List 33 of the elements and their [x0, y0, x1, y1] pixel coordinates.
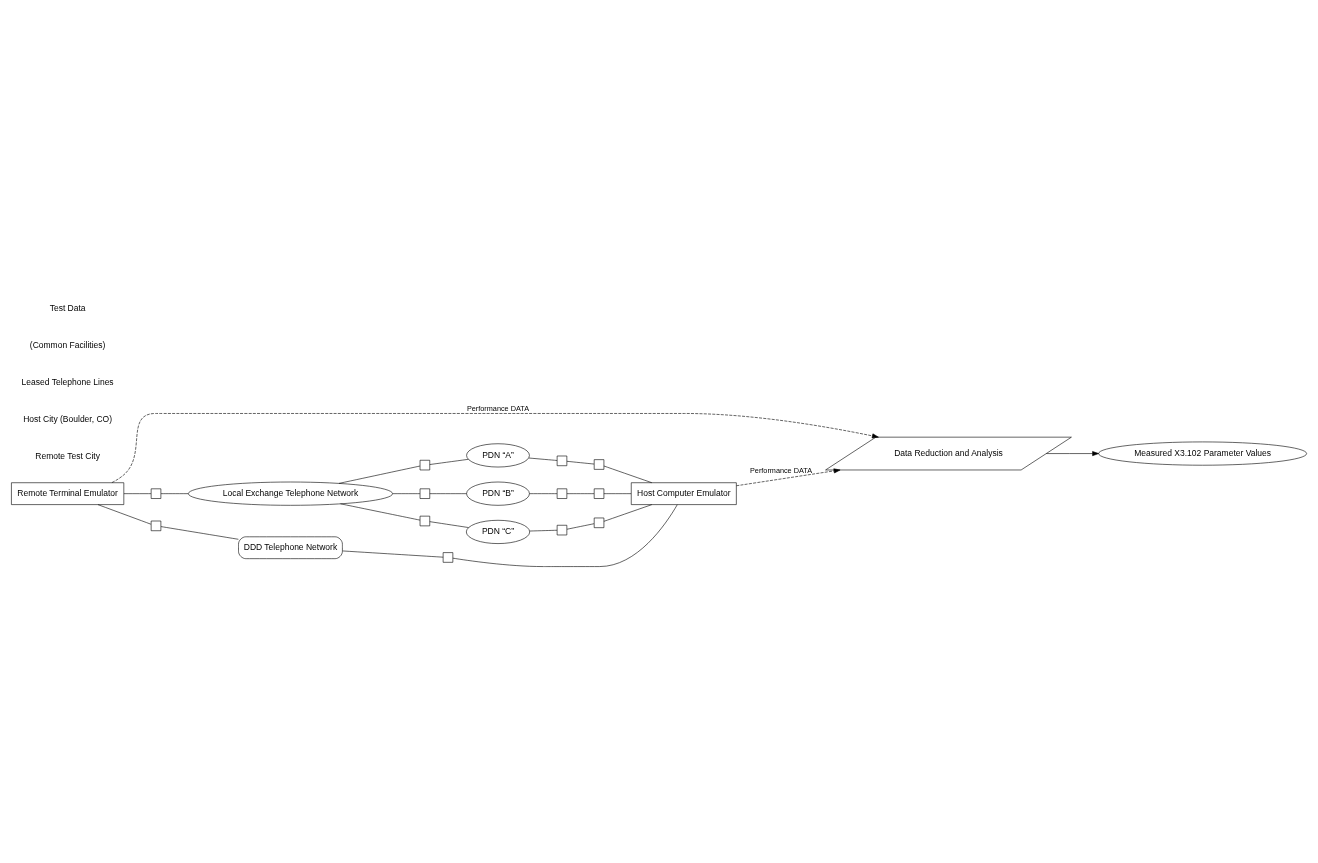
- connector: [97, 503, 152, 524]
- node-box: Host Computer Emulator: [630, 481, 737, 505]
- node-box: [556, 455, 568, 466]
- connector: [603, 465, 653, 483]
- node-box: [419, 488, 431, 499]
- node-ellipse: Local Exchange Telephone Network: [188, 481, 393, 506]
- node-box: [593, 458, 605, 470]
- node-ellipse: Measured X3.102 Parameter Values: [1098, 441, 1307, 466]
- connector: [338, 465, 421, 484]
- connector: [603, 503, 653, 522]
- node-ellipse: PDN “C”: [466, 519, 530, 544]
- node-box: [593, 488, 605, 499]
- node-box: DDD Telephone Network: [238, 536, 343, 559]
- label: Remote Test City: [35, 450, 100, 461]
- node-box: [556, 488, 568, 499]
- node-box: [419, 459, 431, 470]
- node-box: [419, 515, 431, 526]
- label: Test Data: [49, 302, 86, 313]
- connector: [528, 457, 558, 461]
- node-box: [593, 517, 605, 528]
- node-ellipse: PDN “B”: [466, 481, 530, 506]
- node-box: [150, 488, 162, 499]
- arrow: [736, 468, 841, 486]
- label: Host City (Boulder, CO): [23, 413, 113, 424]
- node-box: [442, 551, 454, 563]
- node-box: [556, 524, 568, 535]
- arrow: [1046, 450, 1099, 456]
- node-ellipse: PDN “A”: [466, 442, 530, 467]
- label: (Common Facilities): [29, 339, 106, 350]
- arrow: [111, 412, 879, 483]
- label: Leased Telephone Lines: [21, 376, 114, 387]
- node-box: Remote Terminal Emulator: [11, 481, 125, 505]
- node-box: [150, 520, 162, 531]
